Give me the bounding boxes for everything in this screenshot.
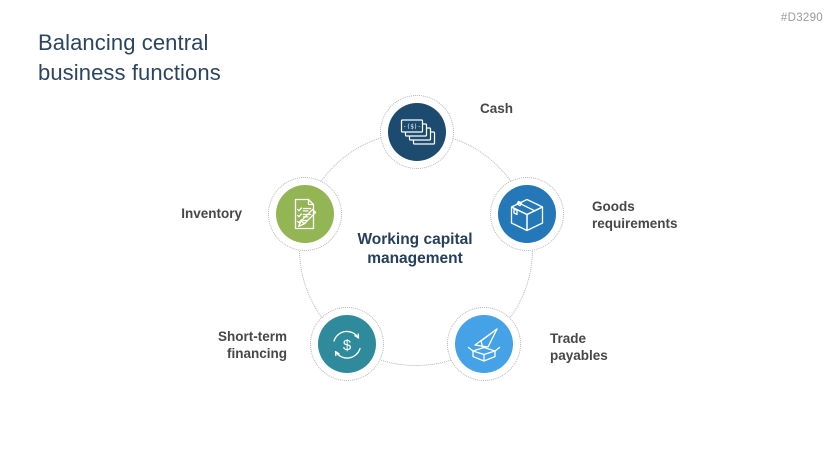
node-inventory <box>268 177 342 251</box>
center-label: Working capital management <box>357 231 473 267</box>
node-bubble <box>455 315 513 373</box>
node-label-inventory: Inventory <box>181 206 242 221</box>
node-label-goods-requirements: Goods requirements <box>592 199 678 231</box>
cash-note-glyph: ·($)· <box>403 124 421 131</box>
node-bubble <box>498 185 556 243</box>
node-label-short-term-financing: Short-term financing <box>217 329 287 361</box>
slide-id-badge: #D3290 <box>780 12 823 24</box>
package-box-icon <box>510 198 544 232</box>
page-title: Balancing central business functions <box>38 30 221 85</box>
dollar-glyph: $ <box>343 337 352 354</box>
dollar-cycle-icon: $ <box>333 330 361 359</box>
node-bubble <box>276 185 334 243</box>
node-bubble: ·($)· <box>388 103 446 161</box>
checklist-pencil-icon <box>294 198 317 230</box>
node-cash: ·($)· <box>380 95 454 169</box>
paper-plane-box-icon <box>467 328 501 362</box>
node-bubble: $ <box>318 315 376 373</box>
node-label-trade-payables: Trade payables <box>550 331 608 363</box>
node-short-term-financing: $ <box>310 307 384 381</box>
banknotes-icon: ·($)· <box>400 119 436 145</box>
node-label-cash: Cash <box>480 101 514 116</box>
node-trade-payables <box>447 307 521 381</box>
node-goods-requirements <box>490 177 564 251</box>
